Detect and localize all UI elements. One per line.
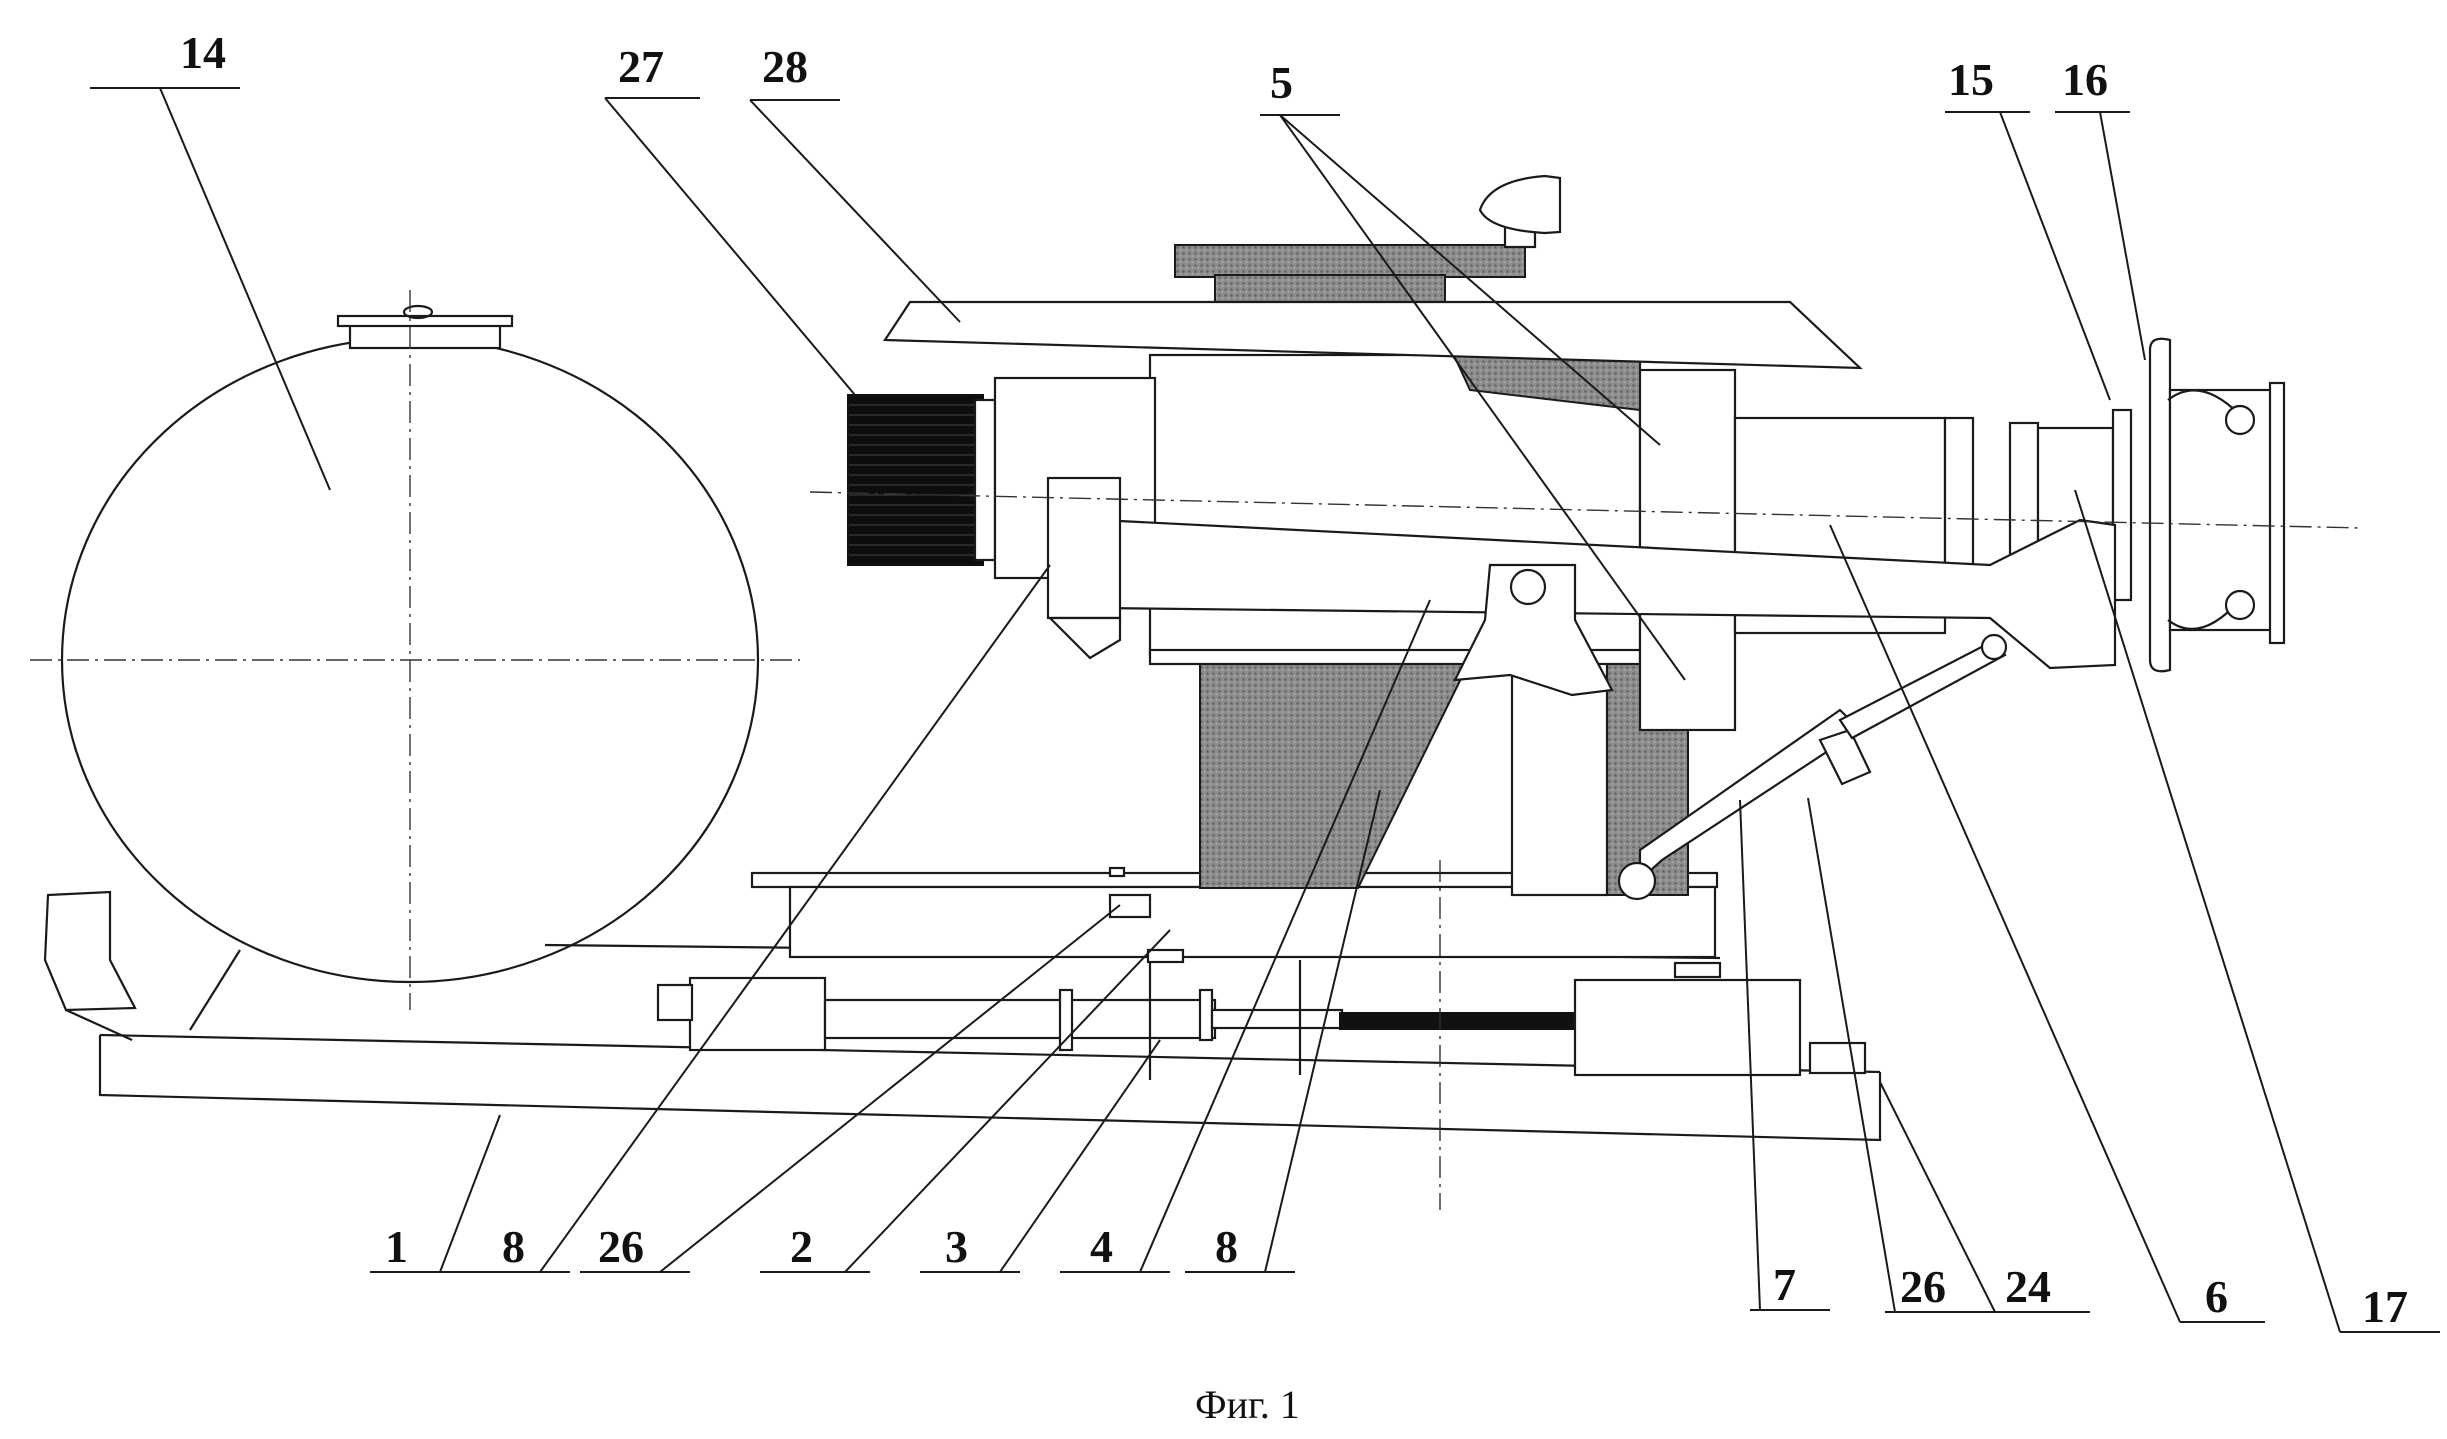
label-3: 3 [945, 1221, 968, 1272]
label-17: 17 [2362, 1281, 2408, 1332]
label-15: 15 [1948, 54, 1994, 105]
label-26-right: 26 [1900, 1261, 1946, 1312]
label-27: 27 [618, 41, 664, 92]
label-16: 16 [2062, 54, 2108, 105]
label-6: 6 [2205, 1271, 2228, 1322]
label-8-left: 8 [502, 1221, 525, 1272]
tank [30, 290, 800, 1010]
label-2: 2 [790, 1221, 813, 1272]
label-26-left: 26 [598, 1221, 644, 1272]
label-14: 14 [180, 27, 226, 78]
label-1: 1 [385, 1221, 408, 1272]
label-7: 7 [1773, 1259, 1796, 1310]
label-4: 4 [1090, 1221, 1113, 1272]
figure-caption: Фиг. 1 [1195, 1382, 1300, 1427]
label-28: 28 [762, 41, 808, 92]
label-24: 24 [2005, 1261, 2051, 1312]
slide-cylinder [658, 955, 1865, 1080]
label-5: 5 [1270, 57, 1293, 108]
label-8-right: 8 [1215, 1221, 1238, 1272]
